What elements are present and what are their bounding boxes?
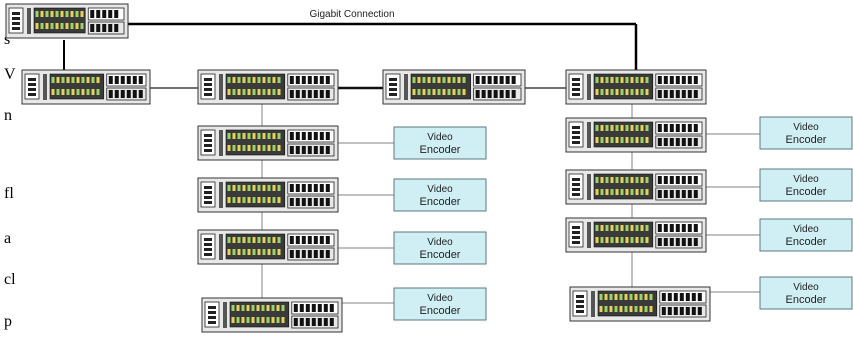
encoder-label-line1: Video (427, 237, 453, 248)
encoder-label-line2: Encoder (420, 249, 461, 261)
network-device (565, 217, 707, 253)
encoder-label-line2: Encoder (786, 236, 827, 248)
network-device (382, 69, 526, 105)
encoder-label-line2: Encoder (420, 196, 461, 208)
encoder-label-line2: Encoder (420, 305, 461, 317)
bg-text-fragment: s (4, 31, 11, 48)
network-device (565, 117, 707, 153)
encoder-label-line2: Encoder (786, 134, 827, 146)
encoder-label-line2: Encoder (786, 186, 827, 198)
encoder-label-line2: Encoder (420, 144, 461, 156)
network-device (197, 69, 339, 105)
network-device (565, 69, 707, 105)
network-device (197, 229, 339, 265)
network-device (201, 297, 343, 333)
encoder-label-line1: Video (427, 184, 453, 195)
encoder-label-line2: Encoder (786, 294, 827, 306)
network-device (197, 125, 339, 161)
bg-text-fragment: a (4, 230, 12, 247)
network-device (197, 177, 339, 213)
network-device (565, 169, 707, 205)
bg-text-fragment: cl (4, 271, 16, 288)
encoder-label-line1: Video (793, 224, 819, 235)
gigabit-connection-label: Gigabit Connection (309, 9, 394, 20)
bg-text-fragment: p (4, 313, 12, 330)
devices (5, 3, 711, 333)
bg-text-fragment: n (4, 107, 12, 124)
network-device (569, 286, 711, 322)
encoder-label-line1: Video (427, 132, 453, 143)
encoder-label-line1: Video (793, 174, 819, 185)
bg-text-fragment: fl (4, 185, 14, 202)
encoder-label-line1: Video (427, 293, 453, 304)
encoder-label-line1: Video (793, 122, 819, 133)
connection-links (63, 22, 760, 304)
video-encoders: VideoEncoderVideoEncoderVideoEncoderVide… (393, 116, 853, 321)
network-device (5, 3, 129, 39)
network-device (21, 69, 151, 105)
encoder-label-line1: Video (793, 282, 819, 293)
bg-text-fragment: V (4, 66, 16, 83)
